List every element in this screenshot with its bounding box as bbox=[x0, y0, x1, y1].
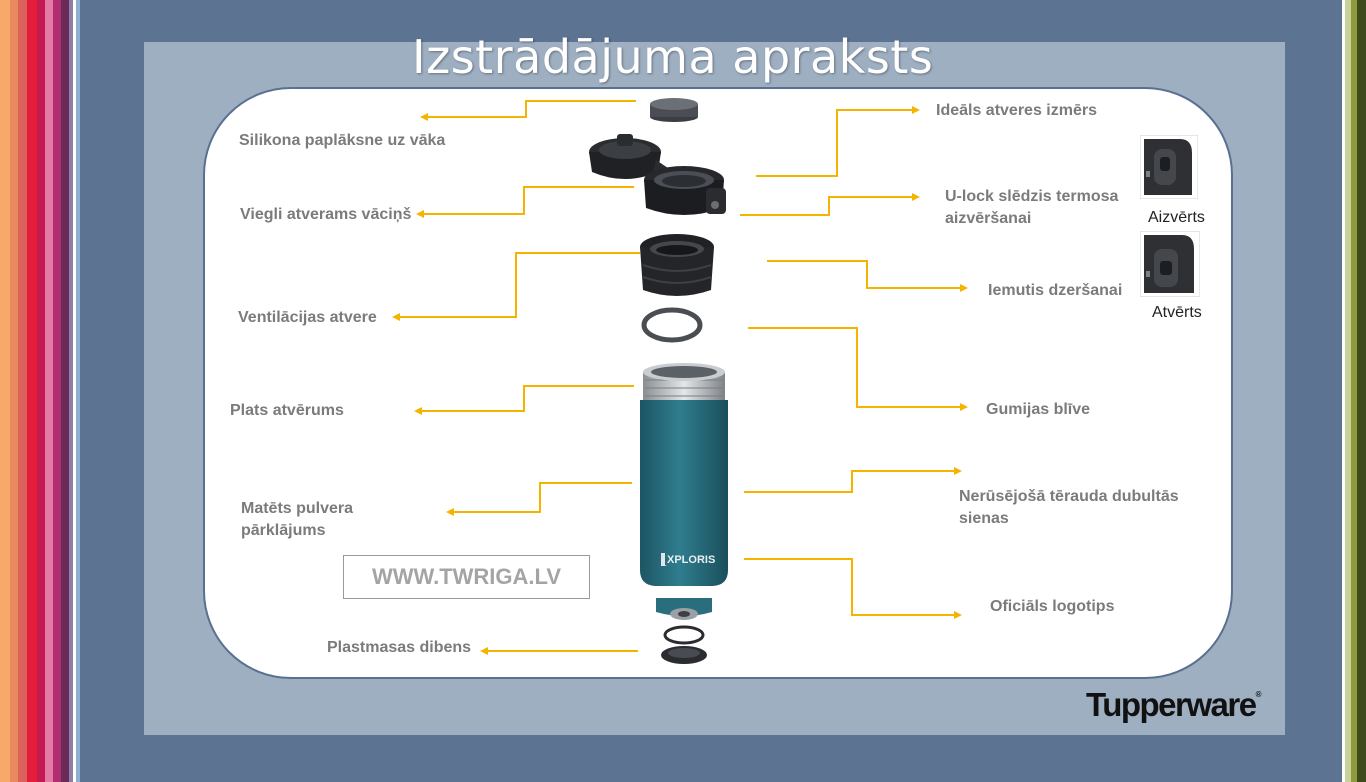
right-color-stripes bbox=[1342, 0, 1366, 782]
bottle-logo: XPLORIS bbox=[661, 553, 715, 566]
label-easy-open-lid: Viegli atverams vāciņš bbox=[240, 206, 412, 223]
arrow-opening bbox=[756, 106, 920, 177]
arrow-matte bbox=[446, 482, 632, 516]
label-vent: Ventilācijas atvere bbox=[238, 309, 377, 326]
right-arrows bbox=[740, 106, 968, 619]
bottle-body: XPLORIS bbox=[640, 363, 728, 586]
arrow-ulock bbox=[740, 193, 920, 216]
open-lid-part bbox=[589, 134, 726, 215]
arrow-logo bbox=[744, 558, 962, 619]
arrow-mouthpiece bbox=[767, 260, 968, 292]
lock-open-image bbox=[1140, 231, 1200, 297]
label-official-logo: Oficiāls logotips bbox=[990, 598, 1115, 615]
label-mouthpiece: Iemutis dzeršanai bbox=[988, 282, 1123, 299]
bottle-brand-text: XPLORIS bbox=[667, 554, 715, 566]
lock-closed-image bbox=[1140, 135, 1198, 199]
lock-open-label: Atvērts bbox=[1152, 304, 1202, 321]
page-title: Izstrādājuma apraksts bbox=[412, 30, 934, 84]
website-link[interactable]: WWW.TWRIGA.LV bbox=[343, 555, 590, 599]
arrow-vent bbox=[392, 252, 640, 321]
silicone-pad-part bbox=[650, 98, 698, 122]
label-ideal-opening: Ideāls atveres izmērs bbox=[936, 102, 1097, 119]
label-wide-opening: Plats atvērums bbox=[230, 402, 344, 419]
arrow-gasket bbox=[748, 327, 968, 411]
gasket-part bbox=[641, 307, 703, 343]
label-gasket: Gumijas blīve bbox=[986, 401, 1091, 418]
arrow-wide bbox=[414, 385, 634, 415]
left-arrows bbox=[392, 100, 640, 655]
label-matte-coating: Matēts pulvera pārklājums bbox=[241, 500, 354, 539]
arrow-lid bbox=[416, 186, 634, 218]
bottom-part bbox=[656, 598, 712, 664]
lock-closed-label: Aizvērts bbox=[1148, 209, 1205, 226]
label-steel-walls: Nerūsējošā tērauda dubultās sienas bbox=[959, 488, 1179, 527]
tupperware-logo: Tupperware® bbox=[1086, 686, 1262, 723]
arrow-silicone bbox=[420, 100, 636, 121]
label-silicone-pad: Silikona paplāksne uz vāka bbox=[239, 132, 446, 149]
label-plastic-bottom: Plastmasas dibens bbox=[327, 639, 472, 656]
left-color-stripes bbox=[0, 0, 80, 782]
mouthpiece-part bbox=[640, 234, 714, 296]
arrow-steel bbox=[744, 467, 962, 493]
label-ulock: U-lock slēdzis termosa aizvēršanai bbox=[945, 188, 1119, 227]
